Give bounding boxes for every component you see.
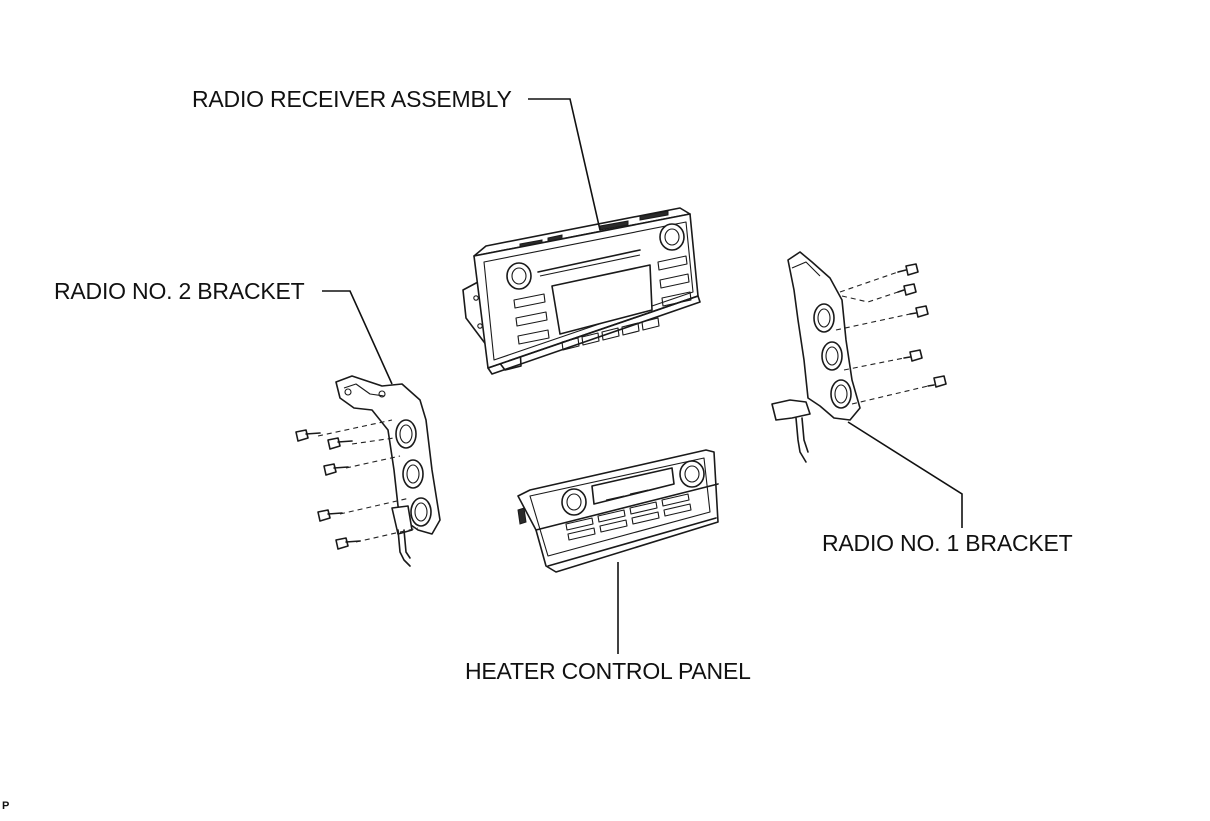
bracket2-leader-line — [322, 290, 393, 385]
bolt-icon — [295, 419, 393, 442]
heater-control-panel — [517, 449, 719, 573]
receiver-right-knob — [659, 223, 685, 251]
radio-no2-bracket-bolts — [295, 419, 419, 550]
bolt-icon — [335, 527, 419, 550]
bolt-icon — [843, 349, 923, 371]
receiver-leader-line — [528, 98, 601, 231]
radio-receiver-label: RADIO RECEIVER ASSEMBLY — [192, 86, 512, 112]
receiver-display — [551, 264, 653, 335]
radio-no1-bracket-bolts — [835, 263, 947, 405]
bracket1-leader-line — [847, 421, 963, 528]
bolt-icon — [839, 263, 919, 293]
bolt-icon — [327, 437, 395, 450]
receiver-left-knob — [506, 262, 532, 290]
heater-left-knob — [561, 488, 587, 516]
heater-panel-label: HEATER CONTROL PANEL — [465, 658, 751, 684]
heater-display — [591, 467, 675, 505]
bolt-icon — [317, 497, 411, 522]
bolt-icon — [851, 375, 947, 405]
bolt-icon — [323, 455, 401, 476]
radio-no1-bracket — [771, 251, 861, 463]
radio-no2-bracket — [335, 375, 441, 567]
radio-no2-bracket-label: RADIO NO. 2 BRACKET — [54, 278, 305, 304]
bolt-icon — [835, 305, 929, 331]
radio-no1-bracket-label: RADIO NO. 1 BRACKET — [822, 530, 1073, 556]
radio-receiver-assembly — [462, 207, 701, 375]
figure-code: P — [2, 800, 10, 812]
bolt-icon — [841, 283, 917, 303]
heater-right-knob — [679, 460, 705, 488]
